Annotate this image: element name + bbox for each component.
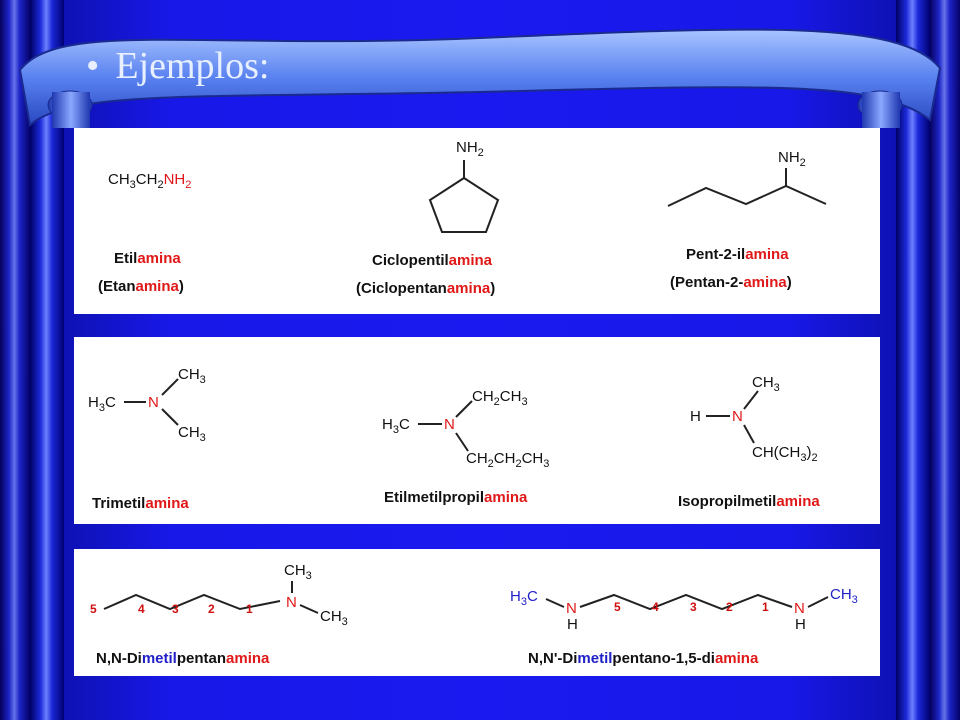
trimethylamine-name: Trimetilamina — [92, 495, 189, 512]
right-inner-curtain-column — [896, 0, 930, 720]
isopropylmethylamine-name: Isopropilmetilamina — [678, 493, 820, 510]
panel-tertiary-secondary-amines: H3C N CH3 CH3 H3C N CH2CH3 CH2CH2CH3 H N… — [74, 337, 880, 524]
diamine-chain-number-4: 4 — [652, 600, 659, 614]
ipm-h: H — [690, 408, 701, 425]
dmp-ch3-top: CH3 — [284, 562, 312, 582]
title-text: Ejemplos: — [115, 45, 270, 87]
scroll-banner — [18, 28, 942, 128]
panel1-structures: CH3CH2NH2 NH2 NH2 — [108, 139, 827, 233]
ethylamine-name: Etilamina — [114, 250, 181, 267]
diamine-chain-number-5: 5 — [614, 600, 621, 614]
cyclopentane-ring — [428, 176, 500, 233]
left-outer-curtain-column — [0, 0, 30, 720]
trimethyl-ch3-top: CH3 — [178, 366, 206, 386]
diamine-bond-right — [807, 596, 829, 608]
slide-title: • Ejemplos: — [86, 44, 269, 88]
ipm-bond-down — [743, 424, 755, 444]
dmp-chain-number-2: 2 — [208, 602, 215, 616]
ipm-isopropyl: CH(CH3)2 — [752, 444, 818, 464]
ethylmethylpropylamine-name: Etilmetilpropilamina — [384, 489, 528, 506]
panel3-structures: CH3 N CH3 5 4 3 2 1 H3C N H N H CH3 5 4 3 2 1 — [90, 562, 858, 633]
diamine-ch3: CH3 — [830, 586, 858, 606]
dmp-chain-numbers: 5 4 3 2 1 — [90, 602, 253, 616]
diamine-n-right: N — [794, 600, 805, 617]
pentanamine-name: Pent-2-ilamina — [686, 246, 789, 263]
diamine-chain — [579, 593, 793, 611]
panel-numbered-amines: CH3 N CH3 5 4 3 2 1 H3C N H N H CH3 5 4 3 2 1 N,… — [74, 549, 880, 676]
diamine-chain-numbers: 5 4 3 2 1 — [614, 600, 769, 614]
emp-h3c: H3C — [382, 416, 410, 436]
diamine-chain-number-3: 3 — [690, 600, 697, 614]
emp-ethyl: CH2CH3 — [472, 388, 528, 408]
dmp-chain-number-1: 1 — [246, 602, 253, 616]
dmp-chain-number-4: 4 — [138, 602, 145, 616]
cyclopentylamine-nh2-label: NH2 — [456, 139, 484, 159]
diamine-name: N,N'-Dimetilpentano-1,5-diamina — [528, 650, 759, 667]
trimethyl-bond-down — [161, 408, 179, 426]
diamine-h-left: H — [567, 616, 578, 633]
cyclopentylamine-name: Ciclopentilamina — [372, 252, 493, 269]
title-bullet: • — [86, 45, 100, 87]
ethylamine-formula: CH3CH2NH2 — [108, 171, 191, 191]
emp-bond-up — [455, 400, 473, 418]
diamine-chain-number-2: 2 — [726, 600, 733, 614]
emp-propyl: CH2CH2CH3 — [466, 450, 549, 470]
diamine-h-right: H — [795, 616, 806, 633]
ipm-n: N — [732, 408, 743, 425]
diamine-h3c: H3C — [510, 588, 538, 608]
dmp-chain-number-5: 5 — [90, 602, 97, 616]
emp-bond-down — [455, 432, 469, 452]
right-outer-curtain-column — [930, 0, 960, 720]
dmp-ch3-right: CH3 — [320, 608, 348, 628]
dmp-chain-number-3: 3 — [172, 602, 179, 616]
dimethylpentanamine-name: N,N-Dimetilpentanamina — [96, 650, 270, 667]
ethylamine-alt-name: (Etanamina) — [98, 278, 184, 295]
diamine-chain-number-1: 1 — [762, 600, 769, 614]
panel-primary-amines: CH3CH2NH2 NH2 NH2 Etilamina (Etanamina) … — [74, 128, 880, 314]
pentanamine-alt-name: (Pentan-2-amina) — [670, 274, 792, 291]
ipm-ch3: CH3 — [752, 374, 780, 394]
trimethyl-ch3-bottom: CH3 — [178, 424, 206, 444]
emp-n: N — [444, 416, 455, 433]
ipm-bond-up — [743, 390, 759, 410]
trimethyl-bond-up — [161, 378, 179, 396]
diamine-bond-left — [545, 598, 565, 608]
cyclopentylamine-alt-name: (Ciclopentanamina) — [356, 280, 496, 297]
dmp-n: N — [286, 594, 297, 611]
dmp-bond-right — [299, 604, 319, 614]
trimethyl-h3c: H3C — [88, 394, 116, 414]
dmp-chain — [103, 593, 281, 611]
pentane-chain — [667, 184, 827, 207]
trimethyl-n: N — [148, 394, 159, 411]
pentanamine-nh2-label: NH2 — [778, 149, 806, 169]
panel2-structures: H3C N CH3 CH3 H3C N CH2CH3 CH2CH2CH3 H N… — [88, 366, 818, 470]
diamine-n-left: N — [566, 600, 577, 617]
